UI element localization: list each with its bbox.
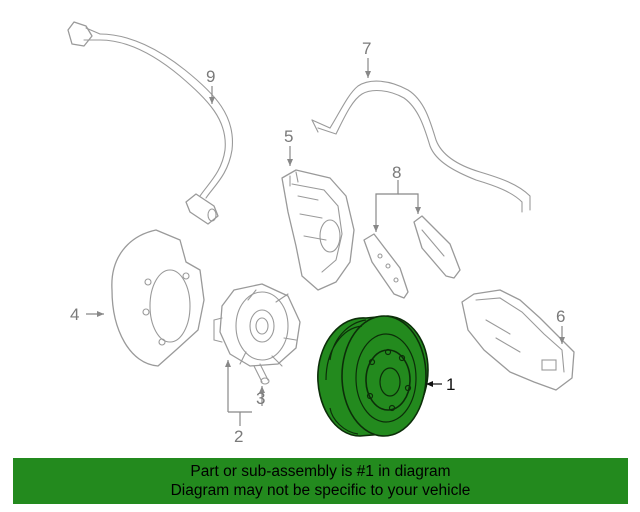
callout-4: 4 bbox=[70, 305, 79, 324]
callout-leaders bbox=[86, 58, 565, 426]
part-1-brake-rotor[interactable] bbox=[317, 315, 429, 437]
part-5-caliper[interactable] bbox=[281, 169, 355, 291]
banner-line-disclaimer: Diagram may not be specific to your vehi… bbox=[170, 482, 471, 499]
part-3-wheel-stud[interactable] bbox=[253, 363, 270, 385]
callout-6: 6 bbox=[556, 307, 565, 326]
parts-diagram: 9 7 5 8 4 6 3 2 1 bbox=[67, 21, 575, 446]
callout-7: 7 bbox=[362, 39, 371, 58]
callout-9: 9 bbox=[206, 67, 215, 86]
part-8-brake-pads[interactable] bbox=[363, 215, 461, 299]
banner-line-part-number: Part or sub-assembly is #1 in diagram bbox=[190, 463, 451, 480]
part-4-splash-shield[interactable] bbox=[111, 229, 205, 367]
info-banner: Part or sub-assembly is #1 in diagram Di… bbox=[13, 458, 628, 504]
callout-2: 2 bbox=[234, 427, 243, 446]
callout-1: 1 bbox=[446, 375, 455, 394]
part-2-hub-bearing[interactable] bbox=[213, 283, 301, 367]
part-7-brake-line[interactable] bbox=[311, 80, 531, 213]
part-9-wheel-speed-sensor[interactable] bbox=[67, 21, 234, 225]
callout-8: 8 bbox=[392, 163, 401, 182]
part-6-caliper-bracket[interactable] bbox=[461, 289, 575, 391]
callout-3: 3 bbox=[256, 389, 265, 408]
callout-5: 5 bbox=[284, 127, 293, 146]
